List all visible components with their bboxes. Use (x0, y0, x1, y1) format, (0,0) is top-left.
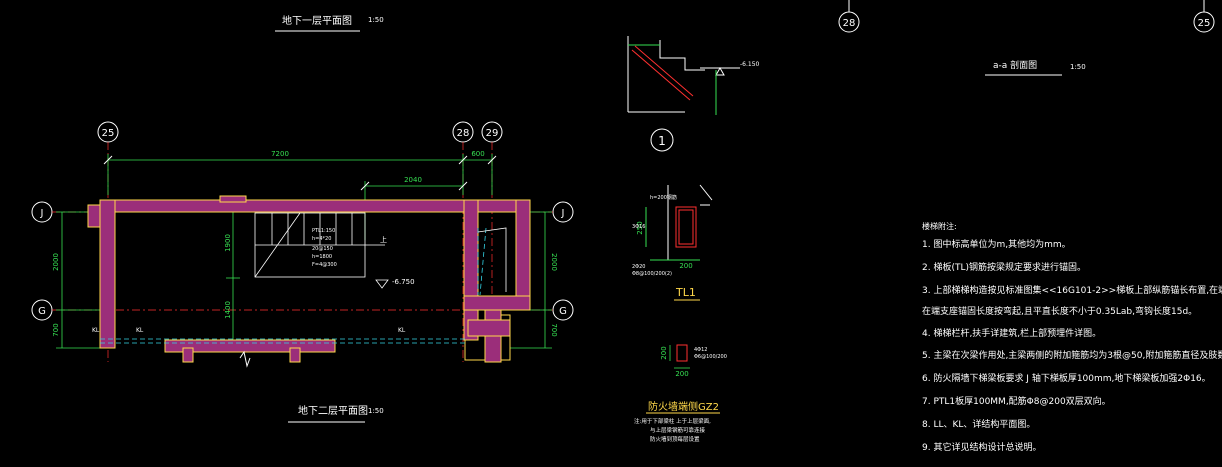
gz2-note-3: 防火墙到顶每层设置 (650, 435, 700, 443)
note-7: 7. PTL1板厚100MM,配筋Φ8@200双层双向。 (922, 395, 1111, 407)
dim-right-2000: 2000 (550, 253, 558, 271)
axis-label-25-top: 25 (1198, 18, 1211, 29)
dim-mid-1900: 1900 (224, 234, 232, 252)
note-4: 4. 梯梯栏杆,扶手详建筑,栏上部预埋件详图。 (922, 327, 1101, 339)
kl-right: KL (398, 327, 406, 334)
b2-plan-scale: 1:50 (368, 407, 384, 415)
axis-label-j-right: J (561, 208, 565, 219)
note-9: 9. 其它详见结构设计总说明。 (922, 441, 1041, 453)
b1-plan-scale: 1:50 (368, 16, 384, 24)
beam-dashed-lines (100, 227, 487, 344)
axis-label-g-right: G (559, 306, 567, 317)
stair-treads (254, 212, 385, 278)
kl-left: KL (92, 327, 100, 334)
detail-1-elev: -6.150 (740, 61, 760, 68)
note-5: 5. 主梁在次梁作用处,主梁两侧的附加箍筋均为3根@50,附加箍筋直径及肢数同主… (922, 349, 1222, 361)
tl1-note: 3Φ16 (632, 224, 645, 230)
break-line (239, 350, 251, 368)
axis-bubble-28-top (838, 11, 860, 33)
dim-600: 600 (471, 150, 484, 158)
svg-text:h=1800: h=1800 (312, 254, 332, 260)
b1-plan-title: 地下一层平面图 (282, 14, 352, 27)
kl-mid: KL (136, 327, 144, 334)
note-2: 2. 梯板(TL)钢筋按梁规定要求进行锚固。 (922, 261, 1086, 273)
axis-label-j-left: J (40, 208, 44, 219)
tl1-left-dim: 250 (636, 221, 644, 234)
up-label: 上 (380, 235, 387, 244)
gz2-rebar: 4Φ12 (694, 347, 707, 353)
axis-label-28-top: 28 (843, 18, 856, 29)
note-1: 1. 图中标高单位为m,其他均为mm。 (922, 238, 1071, 250)
tl1-title: TL1 (675, 286, 696, 299)
svg-text:F=4@300: F=4@300 (312, 262, 337, 268)
axis-label-g-left: G (38, 306, 46, 317)
detail-1 (627, 36, 740, 115)
gz2-note-2: 与上层梁钢筋可靠连接 (650, 426, 706, 434)
tl1-top-label: h=200钢筋 (650, 194, 677, 201)
axis-label-25: 25 (102, 128, 115, 139)
stair-note: PTL1:150 h=4*20 20@150 h=1800 F=4@300 (312, 228, 337, 268)
dim-left-700: 700 (52, 323, 60, 336)
tl1-rebar-b: Φ8@100/200(2) (632, 271, 672, 277)
dim-2040: 2040 (404, 176, 422, 184)
svg-text:20@150: 20@150 (312, 246, 333, 252)
note-8: 8. LL、KL、详结构平面图。 (922, 418, 1035, 430)
dim-left-2000: 2000 (52, 253, 60, 271)
section-scale: 1:50 (1070, 63, 1086, 71)
dimension-ticks (103, 155, 497, 191)
tl1-rebar-a: 2Φ20 (632, 264, 645, 270)
elevation-marker (375, 279, 389, 289)
detail-1-number: 1 (658, 134, 666, 148)
gz2-column (676, 344, 688, 362)
axis-label-29: 29 (486, 128, 499, 139)
note-6: 6. 防火隔墙下梯梁板要求 J 轴下梯板厚100mm,地下梯梁板加强2Φ16。 (922, 372, 1211, 384)
gz2-note-1: 注:用于下部梁柱 上于上层梁面, (634, 417, 711, 425)
dim-right-700: 700 (550, 323, 558, 336)
section-title: a-a 剖面图 (993, 59, 1037, 71)
notes-title: 楼梯附注: (922, 221, 957, 231)
elevation-text: -6.750 (392, 278, 415, 286)
gz2-title: 防火墙端侧GZ2 (648, 400, 719, 413)
dim-total: 7200 (271, 150, 289, 158)
door-swing (477, 227, 507, 292)
dim-mid-1400: 1400 (224, 301, 232, 319)
note-3: 3. 上部梯梯构造按见标准图集<<16G101-2>>梯板上部纵筋锚长布置,在端… (922, 284, 1222, 296)
detail-1-bubble (650, 128, 674, 152)
svg-text:PTL1:150: PTL1:150 (312, 228, 335, 234)
svg-text:h=4*20: h=4*20 (312, 236, 331, 242)
note-3b: 在端支座锚固长度按弯起,且平直长度不小于0.35Lab,弯钩长度15d。 (922, 305, 1197, 317)
gz2-dim-h-text: 200 (660, 346, 668, 359)
gz2-dim-w-text: 200 (675, 370, 688, 378)
tl1-bottom-dim: 200 (679, 262, 692, 270)
gz2-stirrup: Φ6@100/200 (694, 354, 727, 360)
b2-plan-title: 地下二层平面图 (298, 404, 368, 417)
axis-label-28: 28 (457, 128, 470, 139)
tl1-section (645, 184, 713, 261)
stair-walls (87, 195, 531, 363)
axis-bubble-25-top (1193, 11, 1215, 33)
